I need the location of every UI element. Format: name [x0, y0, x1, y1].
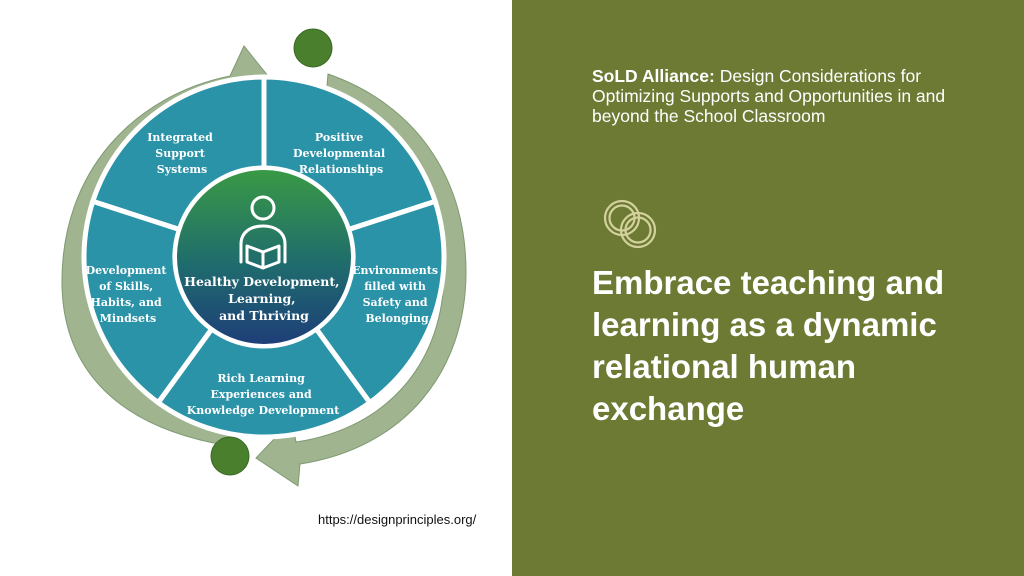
subtitle: SoLD Alliance: Design Considerations for…	[592, 66, 992, 126]
segment-label-line: Mindsets	[100, 312, 157, 325]
segment-label-rich-learning: Rich Learning Experiences and Knowledge …	[187, 372, 341, 417]
center-label-line: Healthy Development,	[184, 274, 339, 289]
segment-label-line: filled with	[364, 280, 426, 293]
segment-label-line: Support	[155, 147, 205, 160]
segment-label-line: Relationships	[299, 163, 383, 176]
segment-label-line: Belonging	[365, 312, 429, 325]
segment-label-skills-habits: Development of Skills, Habits, and Minds…	[86, 264, 171, 325]
segment-label-line: Knowledge Development	[187, 404, 341, 417]
subtitle-org: SoLD Alliance:	[592, 66, 715, 86]
cycle-dot-bottom	[210, 436, 250, 476]
subtitle-text: Design Considerations for Optimizing Sup…	[592, 66, 946, 126]
center-label-line: Learning,	[228, 291, 295, 306]
segment-label-line: Experiences and	[211, 388, 312, 401]
segment-label-line: Positive	[315, 131, 363, 144]
development-wheel-diagram: Healthy Development, Learning, and Thriv…	[61, 28, 467, 487]
segment-label-line: of Skills,	[99, 280, 153, 293]
cycle-dot-top	[293, 28, 333, 68]
segment-label-line: Developmental	[293, 147, 385, 160]
center-label-line: and Thriving	[219, 308, 309, 323]
interlocking-rings-icon	[603, 199, 657, 249]
segment-label-environments-safety: Environments filled with Safety and Belo…	[352, 264, 442, 325]
segment-label-line: Integrated	[147, 131, 213, 144]
segment-label-positive-relationships: Positive Developmental Relationships	[293, 131, 389, 176]
segment-label-line: Development	[86, 264, 168, 277]
center-label: Healthy Development, Learning, and Thriv…	[184, 274, 344, 323]
source-url[interactable]: https://designprinciples.org/	[318, 512, 477, 527]
segment-label-line: Environments	[352, 264, 438, 277]
segment-label-line: Safety and	[363, 296, 428, 309]
person-reading-icon	[239, 195, 287, 270]
segment-label-line: Habits, and	[91, 296, 162, 309]
diagram-area: Healthy Development, Learning, and Thriv…	[61, 28, 477, 527]
title-panel: SoLD Alliance: Design Considerations for…	[512, 0, 1024, 576]
headline: Embrace teaching and learning as a dynam…	[592, 264, 945, 427]
segment-label-line: Systems	[157, 163, 207, 176]
segment-label-integrated-support: Integrated Support Systems	[147, 131, 216, 176]
segment-label-line: Rich Learning	[217, 372, 305, 385]
